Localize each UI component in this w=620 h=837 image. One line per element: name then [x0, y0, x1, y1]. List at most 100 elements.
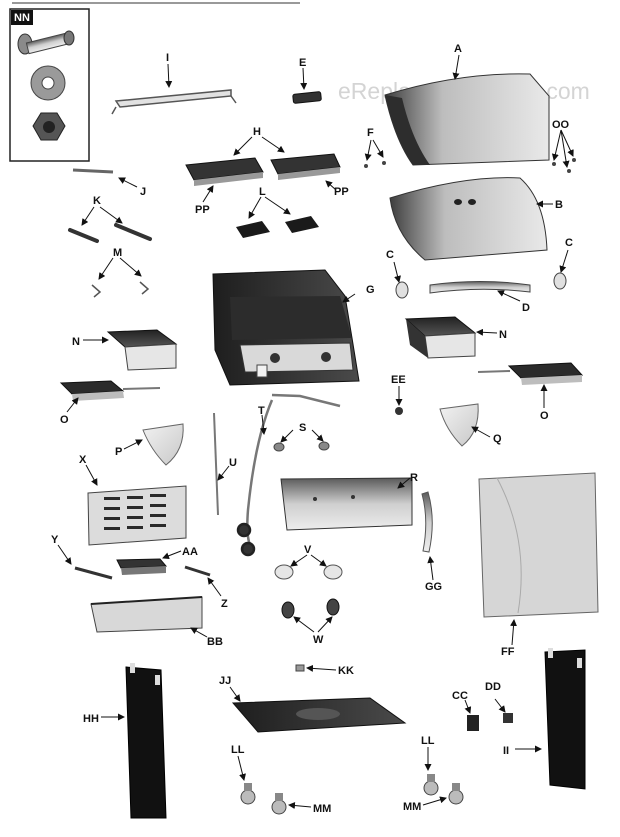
part-labels: A B C C D E F G H I J K L M N N O O P Q … [51, 43, 573, 815]
leader-n-right [476, 328, 498, 336]
label-v: V [304, 544, 312, 556]
part-mm-caster-left [271, 793, 287, 815]
leader-z [207, 577, 222, 597]
label-w: W [313, 634, 324, 646]
label-n-right: N [499, 329, 507, 341]
label-b: B [555, 199, 563, 211]
part-y-rail [74, 566, 113, 580]
part-o-tray-right [477, 362, 584, 385]
part-t-manifold [236, 393, 341, 557]
label-o-left: O [60, 414, 69, 426]
label-j: J [140, 186, 146, 198]
leader-q [471, 426, 491, 438]
part-c-cap-right [553, 272, 567, 290]
part-e-badge [292, 91, 322, 104]
label-m: M [113, 247, 122, 259]
leader-h-1 [233, 136, 253, 156]
leader-cc [464, 699, 472, 714]
part-u-wire [213, 412, 219, 516]
part-f-screws [364, 161, 386, 168]
label-r: R [410, 472, 418, 484]
leader-c-right [559, 249, 569, 273]
leader-f-2 [372, 139, 384, 158]
part-ff-door [478, 472, 599, 618]
leader-u [217, 465, 230, 481]
label-s: S [299, 422, 306, 434]
part-ii-leg [544, 648, 586, 790]
leader-mm-left [288, 802, 312, 810]
leader-k-2 [99, 206, 123, 224]
leader-i [165, 63, 173, 88]
part-q-trim [439, 403, 479, 447]
leader-oo-3 [560, 129, 570, 168]
label-e: E [299, 57, 306, 69]
label-d: D [522, 302, 530, 314]
part-hh-leg [125, 663, 167, 819]
leader-e [300, 67, 308, 90]
label-ll-right: LL [421, 735, 435, 747]
part-bb-panel [90, 596, 203, 633]
label-p: P [115, 446, 122, 458]
nn-inset-title: NN [14, 12, 30, 24]
label-pp-right: PP [334, 186, 349, 198]
part-b-lid-shell [389, 177, 548, 261]
leader-oo-1 [551, 129, 562, 161]
part-i-warming-rack [111, 89, 237, 115]
nn-nut [32, 112, 66, 141]
leader-jj [229, 686, 241, 702]
part-v-bezels [274, 564, 343, 580]
leader-t [259, 414, 267, 435]
label-h: H [253, 126, 261, 138]
label-n-left: N [72, 336, 80, 348]
leader-l-2 [264, 196, 291, 215]
label-i: I [166, 52, 169, 64]
leader-x [85, 464, 98, 486]
label-g: G [366, 284, 375, 296]
part-ee-knob [395, 407, 403, 415]
part-n-shelf-left [106, 329, 178, 371]
part-o-tray-left [59, 380, 161, 401]
part-cc-igniter [467, 715, 479, 731]
leader-gg [427, 556, 435, 581]
label-jj: JJ [219, 675, 231, 687]
leader-aa [162, 550, 182, 560]
label-pp-left: PP [195, 204, 210, 216]
part-n-shelf-right [404, 316, 477, 359]
label-kk: KK [338, 665, 354, 677]
leader-d [497, 290, 521, 302]
label-t: T [258, 405, 265, 417]
part-k-burner-tubes [68, 223, 152, 243]
label-u: U [229, 457, 237, 469]
part-z-rail [184, 565, 211, 577]
leader-g [342, 293, 356, 303]
leader-k-1 [81, 206, 95, 226]
label-f: F [367, 127, 374, 139]
leader-v-2 [310, 554, 327, 567]
leader-v-1 [290, 554, 308, 567]
part-r-control-panel [280, 477, 413, 531]
label-hh: HH [83, 713, 99, 725]
label-oo: OO [552, 119, 570, 131]
leader-a [452, 54, 460, 80]
leader-o-left [66, 397, 79, 413]
part-kk-clip [295, 664, 305, 672]
nn-washer [30, 65, 66, 101]
part-w-knobs [281, 598, 340, 619]
part-mm-caster-right [448, 783, 464, 805]
nn-bolt [17, 30, 75, 55]
label-k: K [93, 195, 101, 207]
part-oo-screws [552, 158, 576, 173]
label-ll-left: LL [231, 744, 245, 756]
leader-mm-right [422, 796, 447, 806]
part-ll-caster-left [240, 783, 256, 805]
label-ff: FF [501, 646, 515, 658]
leader-m-1 [98, 257, 114, 280]
leader-bb [190, 627, 208, 638]
leader-r [397, 477, 411, 489]
label-ee: EE [391, 374, 406, 386]
part-g-firebox [212, 269, 360, 386]
part-s-valves [273, 441, 330, 452]
leader-p [123, 439, 143, 450]
leader-s-2 [311, 429, 324, 442]
